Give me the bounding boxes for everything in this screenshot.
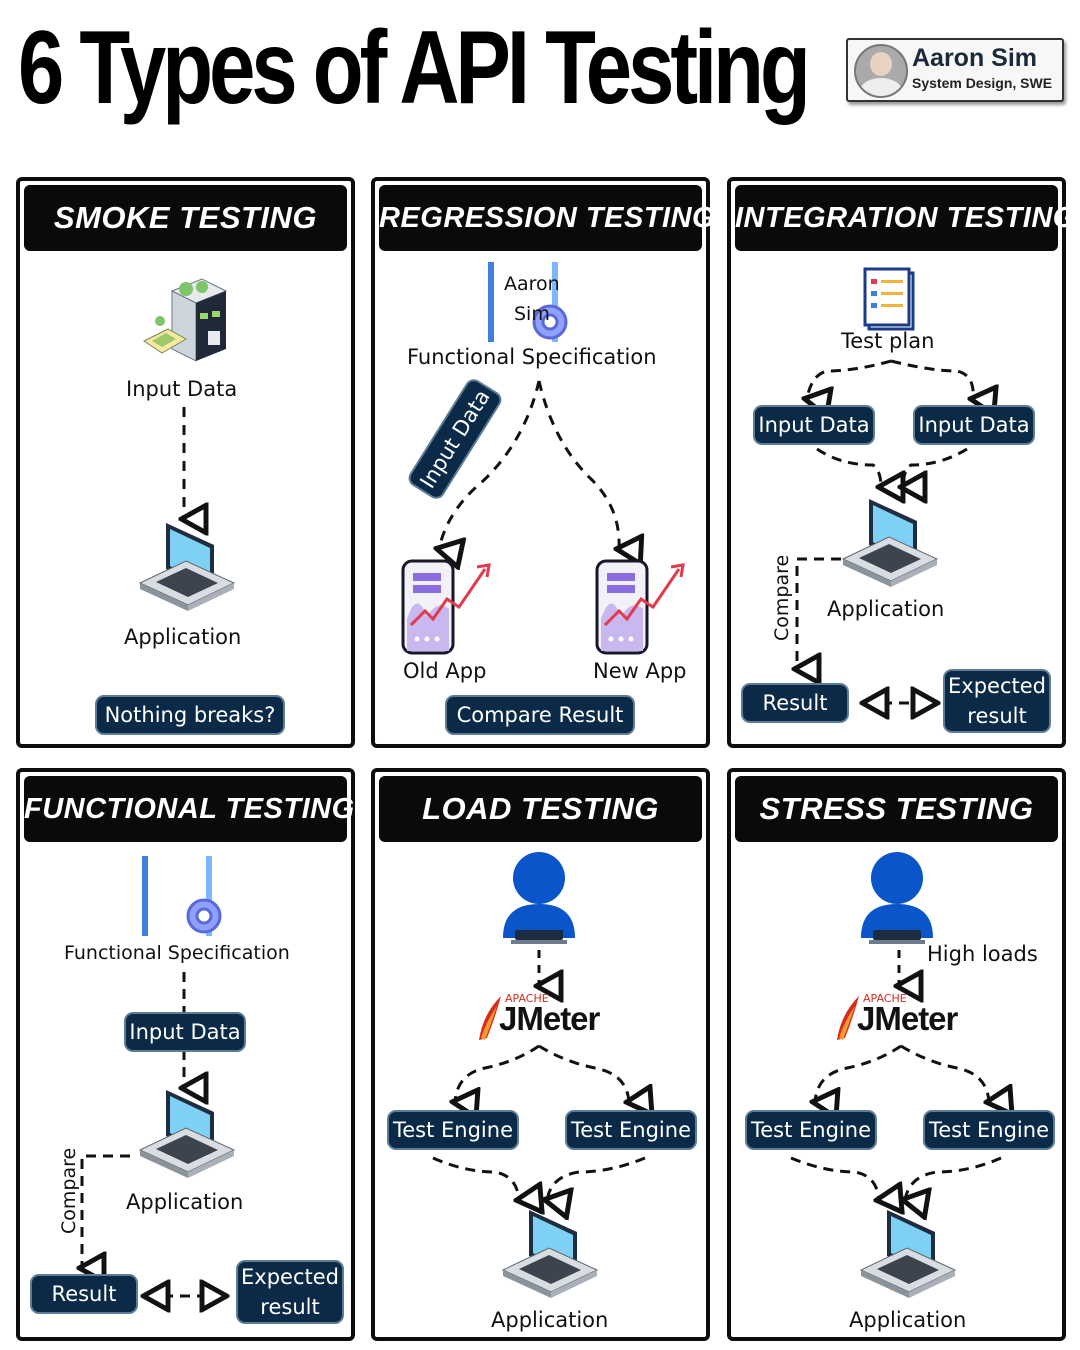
author-name: Aaron Sim: [912, 44, 1038, 72]
application-label: Application: [827, 597, 945, 621]
jmeter-logo-text: JMeter: [499, 1000, 600, 1037]
nothing-breaks-badge: Nothing breaks?: [97, 697, 283, 733]
input-data-badge-2: Input Data: [915, 407, 1033, 443]
expected-result-badge: Expected result: [238, 1262, 342, 1322]
flow-arrow: [20, 407, 351, 744]
input-data-badge: Input Data: [126, 1014, 244, 1050]
user-icon: [861, 852, 933, 944]
integration-testing-panel: INTEGRATION TESTING Test plan Input Data…: [727, 177, 1075, 748]
application-label: Application: [124, 625, 242, 649]
test-engine-badge-2: Test Engine: [925, 1112, 1053, 1148]
laptop-icon: [139, 1089, 236, 1179]
input-data-label: Input Data: [126, 377, 238, 401]
application-label: Application: [491, 1308, 609, 1332]
input-data-badge: Input Data: [407, 378, 503, 500]
watermark-line-1: Aaron: [504, 273, 560, 295]
test-engine-badge-2: Test Engine: [567, 1112, 695, 1148]
specification-document-icon: [142, 856, 222, 938]
panel-title: REGRESSION TESTING: [379, 185, 715, 251]
load-testing-panel: LOAD TESTING APACHE JMeter Test Engine T…: [371, 768, 710, 1341]
application-label: Application: [126, 1190, 244, 1214]
laptop-icon: [139, 522, 236, 612]
author-avatar: [854, 44, 908, 98]
expected-result-badge: Expected result: [945, 671, 1049, 731]
old-app-label: Old App: [403, 659, 487, 683]
laptop-icon: [860, 1209, 957, 1299]
result-badge: Result: [743, 685, 847, 721]
application-label: Application: [849, 1308, 967, 1332]
compare-result-badge: Compare Result: [447, 697, 633, 733]
test-engine-badge-1: Test Engine: [389, 1112, 517, 1148]
functional-testing-panel: FUNCTIONAL TESTING Functional Specificat…: [16, 768, 355, 1341]
panel-title: FUNCTIONAL TESTING: [24, 776, 354, 842]
compare-label: Compare: [58, 1147, 80, 1234]
stress-testing-panel: STRESS TESTING High loads APACHE JMeter …: [727, 768, 1066, 1341]
laptop-icon: [842, 498, 939, 588]
compare-label: Compare: [771, 554, 793, 641]
flow-arrows: [731, 359, 1062, 744]
apache-label: APACHE: [863, 992, 907, 1005]
author-role: System Design, SWE: [912, 75, 1053, 91]
panel-title: SMOKE TESTING: [24, 185, 347, 251]
user-icon: [503, 852, 575, 944]
panel-title: INTEGRATION TESTING: [735, 185, 1075, 251]
input-data-badge-1: Input Data: [755, 407, 873, 443]
high-loads-label: High loads: [927, 942, 1038, 966]
panel-title: STRESS TESTING: [735, 776, 1058, 842]
smoke-testing-panel: SMOKE TESTING Input Data Application Not…: [16, 177, 355, 748]
result-badge: Result: [32, 1276, 136, 1312]
watermark-line-2: Sim: [514, 303, 550, 325]
test-plan-clipboard-icon: [863, 267, 915, 331]
old-app-chart-icon: [401, 559, 491, 655]
page-title: 6 Types of API Testing: [18, 10, 811, 126]
new-app-chart-icon: [595, 559, 685, 655]
laptop-icon: [502, 1209, 599, 1299]
panel-title: LOAD TESTING: [379, 776, 702, 842]
jmeter-logo-text: JMeter: [857, 1000, 958, 1037]
new-app-label: New App: [593, 659, 687, 683]
functional-specification-label: Functional Specification: [64, 942, 290, 964]
functional-specification-label: Functional Specification: [407, 345, 657, 369]
test-engine-badge-1: Test Engine: [747, 1112, 875, 1148]
apache-label: APACHE: [505, 992, 549, 1005]
test-plan-label: Test plan: [841, 329, 935, 353]
server-icon: [143, 278, 228, 362]
regression-testing-panel: REGRESSION TESTING Aaron Sim Functional …: [371, 177, 715, 748]
author-badge: Aaron Sim System Design, SWE: [846, 38, 1064, 102]
